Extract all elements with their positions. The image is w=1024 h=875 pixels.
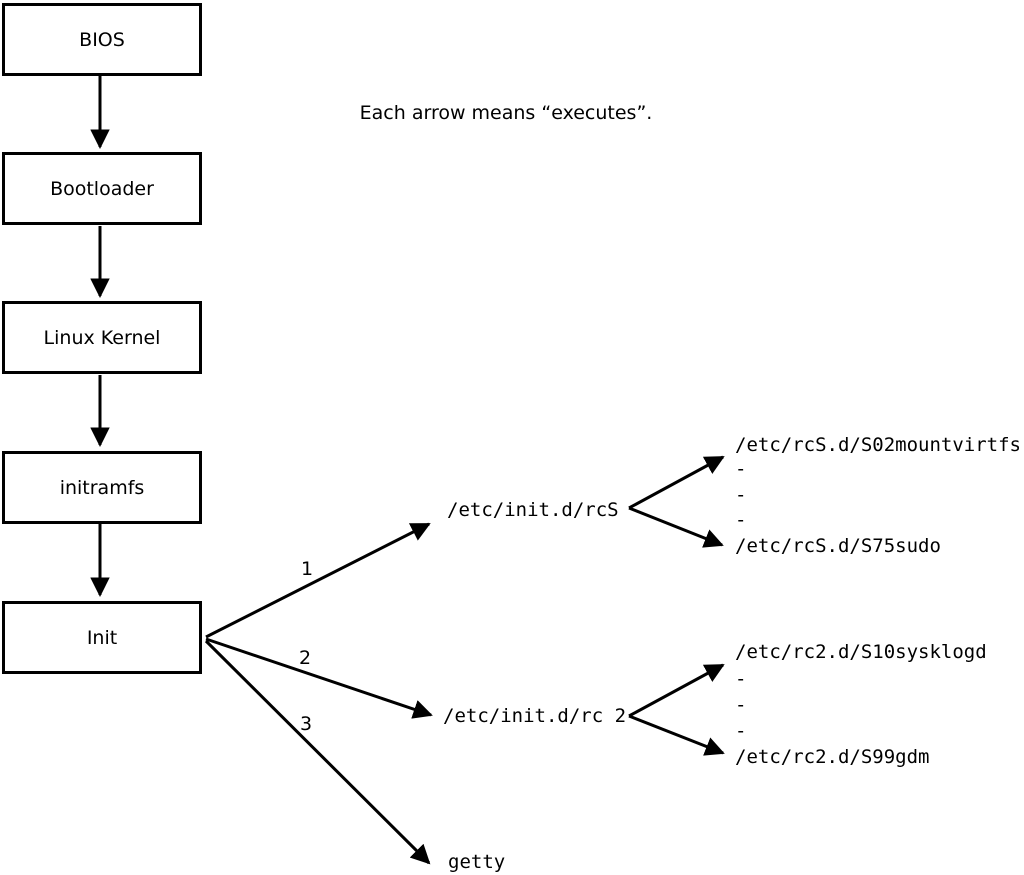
node-getty: getty bbox=[448, 851, 506, 873]
rcs-ellipsis-dash-3: - bbox=[735, 509, 747, 531]
box-linux-kernel: Linux Kernel bbox=[2, 301, 202, 374]
rc2-ellipsis-dash-3: - bbox=[735, 720, 747, 742]
arrow-init-to-rc2 bbox=[205, 637, 433, 719]
box-bootloader: Bootloader bbox=[2, 152, 202, 225]
node-rc2-first-script: /etc/rc2.d/S10sysklogd bbox=[735, 641, 987, 663]
edge-label-1: 1 bbox=[300, 558, 314, 580]
edge-label-3: 3 bbox=[299, 713, 313, 735]
rcs-ellipsis-dash-1: - bbox=[735, 458, 747, 480]
rc2-ellipsis-dash-2: - bbox=[735, 694, 747, 716]
arrow-rcs-to-s02mountvirtfs bbox=[628, 455, 725, 510]
box-bootloader-label: Bootloader bbox=[50, 177, 154, 200]
box-linux-kernel-label: Linux Kernel bbox=[43, 326, 161, 349]
edge-label-2: 2 bbox=[298, 647, 312, 669]
node-rc2-last-script: /etc/rc2.d/S99gdm bbox=[735, 746, 930, 768]
arrow-rc2-to-s10sysklogd bbox=[628, 663, 725, 718]
arrow-rcs-to-s75sudo bbox=[628, 506, 724, 548]
arrow-init-to-getty bbox=[204, 639, 431, 865]
box-init: Init bbox=[2, 601, 202, 674]
arrow-init-to-rcs bbox=[205, 522, 431, 639]
box-initramfs: initramfs bbox=[2, 451, 202, 524]
node-rcs-last-script: /etc/rcS.d/S75sudo bbox=[735, 535, 941, 557]
arrow-rc2-to-s99gdm bbox=[628, 714, 725, 756]
rc2-ellipsis-dash-1: - bbox=[735, 668, 747, 690]
box-bios: BIOS bbox=[2, 3, 202, 76]
box-initramfs-label: initramfs bbox=[59, 476, 145, 499]
rcs-ellipsis-dash-2: - bbox=[735, 484, 747, 506]
box-bios-label: BIOS bbox=[79, 28, 125, 51]
node-rc2-script: /etc/init.d/rc 2 bbox=[443, 705, 627, 727]
node-rcs-script: /etc/init.d/rcS bbox=[447, 499, 619, 521]
node-rcs-first-script: /etc/rcS.d/S02mountvirtfs bbox=[735, 434, 1021, 456]
diagram-caption: Each arrow means “executes”. bbox=[359, 102, 653, 124]
box-init-label: Init bbox=[86, 626, 118, 649]
